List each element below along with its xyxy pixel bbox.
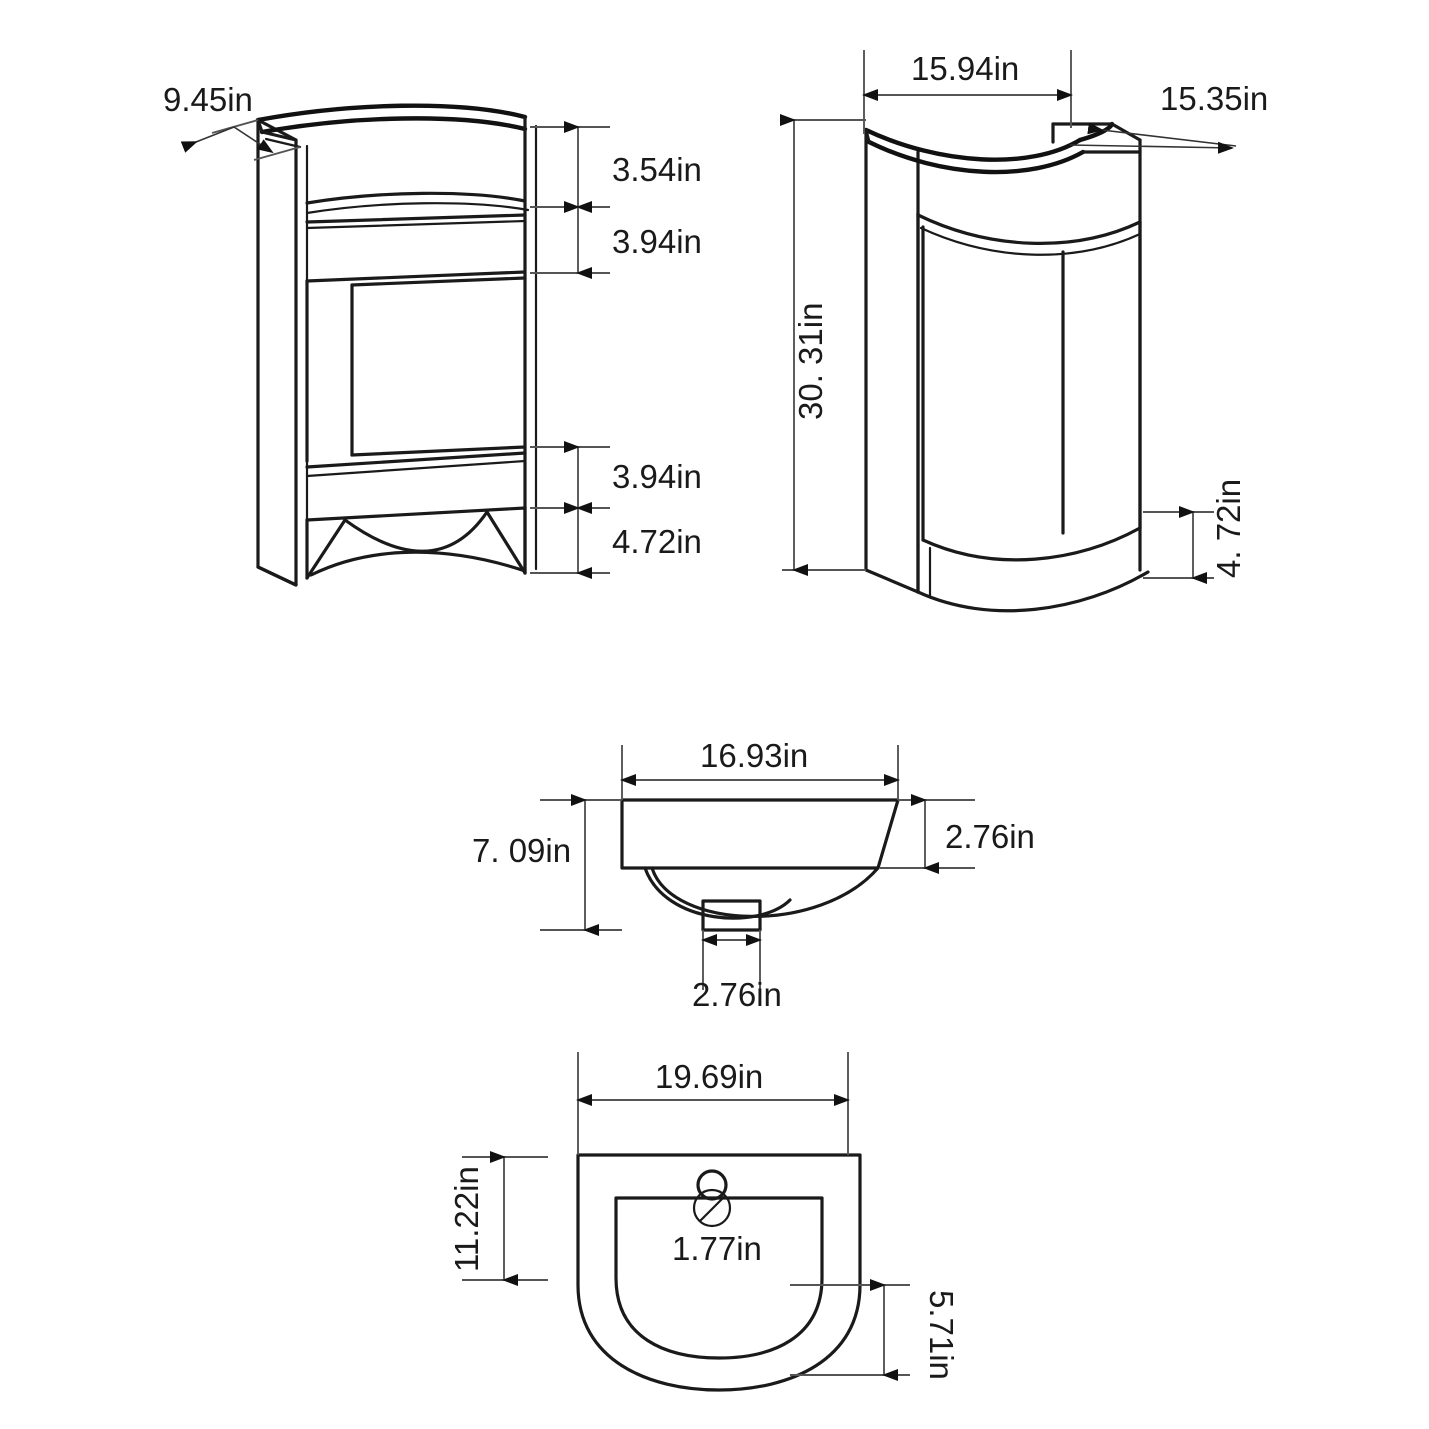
dim-label-base-section: 4.72in xyxy=(612,523,702,560)
dim-19-69in: 19.69in xyxy=(576,1052,850,1155)
dim-label-bowl-projection: 5.71in xyxy=(923,1290,960,1380)
dim-label-cabinet-height: 30. 31in xyxy=(792,303,829,420)
dim-3-54in: 3.54in xyxy=(564,121,702,213)
dim-label-drain-width: 2.76in xyxy=(692,976,782,1013)
dim-16-93in: 16.93in xyxy=(620,737,900,800)
dim-11-22in: 11.22in xyxy=(448,1151,548,1286)
dim-15-35in: 15.35in xyxy=(1069,80,1268,154)
dim-label-drain-diameter: 1.77in xyxy=(672,1230,762,1267)
dim-label-plan-depth: 11.22in xyxy=(448,1166,485,1272)
dim-label-lower-drawer: 3.94in xyxy=(612,458,702,495)
dim-7-09in: 7. 09in xyxy=(472,794,622,936)
sink-cross-section-view: 16.93in 7. 09in 2.76in 2.76in xyxy=(472,737,1035,1013)
dim-label-sink-width: 16.93in xyxy=(700,737,808,774)
dim-5-71in: 5.71in xyxy=(790,1279,960,1381)
dim-4-72in-side: 4. 72in xyxy=(1143,479,1247,584)
dim-label-sink-total-height: 7. 09in xyxy=(472,832,571,869)
dim-2-76in-height: 2.76in xyxy=(880,794,1035,874)
dim-4-72in-front: 4.72in xyxy=(564,502,702,579)
dim-3-94in-upper: 3.94in xyxy=(564,201,702,279)
cabinet-curved-isometric-view: 15.94in 15.35in 30. 31in 4. 72in xyxy=(780,50,1268,613)
cabinet-front-isometric-view: 9.45in 3.54in 3.94in 3.94in 4.72in xyxy=(163,81,702,587)
dim-label-basin-height: 2.76in xyxy=(945,818,1035,855)
dim-label-base-side: 4. 72in xyxy=(1210,479,1247,578)
dim-label-depth-top: 9.45in xyxy=(163,81,253,118)
sink-plan-view: 19.69in 11.22in 1.77in 5.71in xyxy=(448,1052,960,1392)
dim-9-45in: 9.45in xyxy=(163,81,301,161)
dim-3-94in-lower: 3.94in xyxy=(564,441,702,514)
dim-15-94in: 15.94in xyxy=(862,50,1073,134)
dim-label-cabinet-depth: 15.35in xyxy=(1160,80,1268,117)
dim-label-plan-width: 19.69in xyxy=(655,1058,763,1095)
dim-2-76in-drain: 2.76in xyxy=(692,930,782,1013)
dim-label-cabinet-width: 15.94in xyxy=(911,50,1019,87)
dim-label-top-section: 3.54in xyxy=(612,151,702,188)
dim-label-drawer-section: 3.94in xyxy=(612,223,702,260)
dim-30-31in: 30. 31in xyxy=(780,114,866,576)
